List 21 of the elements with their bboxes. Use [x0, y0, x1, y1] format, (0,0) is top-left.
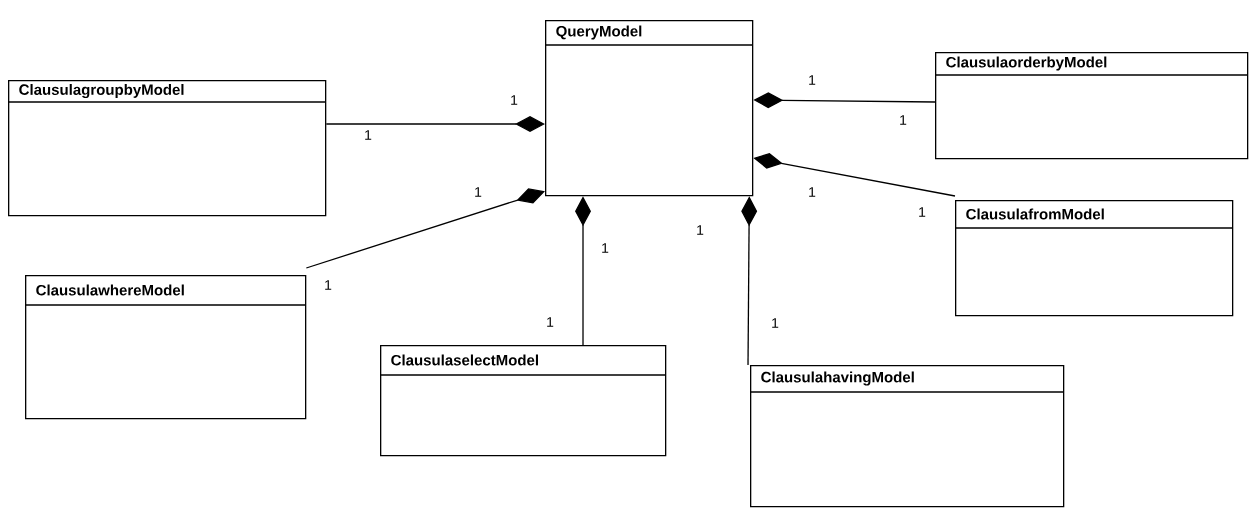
multiplicity-label: 1 — [809, 75, 816, 85]
multiplicity-label: 1 — [809, 187, 816, 197]
composition-line — [305, 188, 545, 269]
uml-class-box: ClausulahavingModel — [749, 365, 1065, 508]
multiplicity-label: 1 — [900, 115, 907, 125]
uml-class-box: ClausulaorderbyModel — [934, 52, 1249, 160]
multiplicity-label: 1 — [511, 95, 518, 105]
composition-line — [325, 116, 545, 132]
multiplicity-label: 1 — [547, 317, 554, 327]
uml-class-box: QueryModel — [544, 20, 754, 197]
uml-class-box: ClausulaselectModel — [379, 345, 667, 457]
multiplicity-label: 1 — [919, 207, 926, 217]
uml-class-box: ClausulagroupbyModel — [7, 80, 327, 217]
multiplicity-label: 1 — [325, 280, 332, 290]
multiplicity-label: 1 — [602, 243, 609, 253]
multiplicity-label: 1 — [772, 318, 779, 328]
multiplicity-label: 1 — [365, 130, 372, 140]
multiplicity-label: 1 — [697, 225, 704, 235]
uml-class-box: ClausulafromModel — [954, 200, 1234, 317]
uml-class-box: ClausulawhereModel — [24, 275, 307, 420]
multiplicity-label: 1 — [475, 187, 482, 197]
